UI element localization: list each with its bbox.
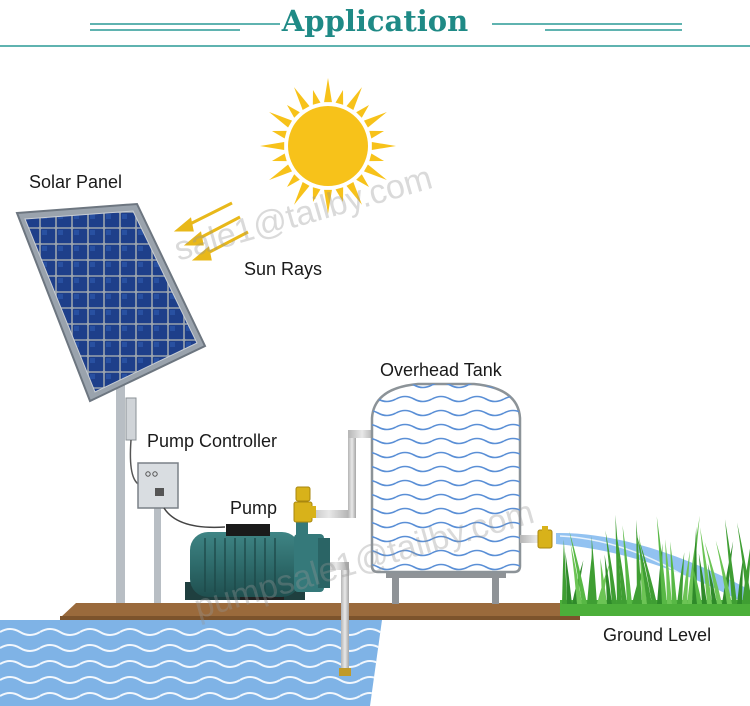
ground — [60, 603, 580, 620]
overhead-tank — [370, 382, 522, 604]
pump-controller — [137, 462, 226, 529]
label-solar-panel: Solar Panel — [29, 172, 123, 192]
sun-rays-arrows — [173, 201, 249, 261]
suction-pipe — [323, 562, 351, 676]
label-overhead-tank: Overhead Tank — [380, 360, 502, 380]
header-rules — [0, 23, 750, 47]
label-ground-level: Ground Level — [603, 625, 712, 645]
pump-unit — [185, 517, 330, 600]
water-reservoir — [0, 620, 382, 706]
label-pump-controller: Pump Controller — [147, 431, 278, 451]
discharge-pipe — [293, 430, 376, 523]
page-title: Application — [281, 4, 469, 38]
label-sun-rays: Sun Rays — [244, 259, 323, 279]
sun-icon — [260, 78, 396, 214]
grass — [560, 514, 750, 616]
solar-panel — [15, 202, 207, 403]
label-pump: Pump — [230, 498, 278, 518]
